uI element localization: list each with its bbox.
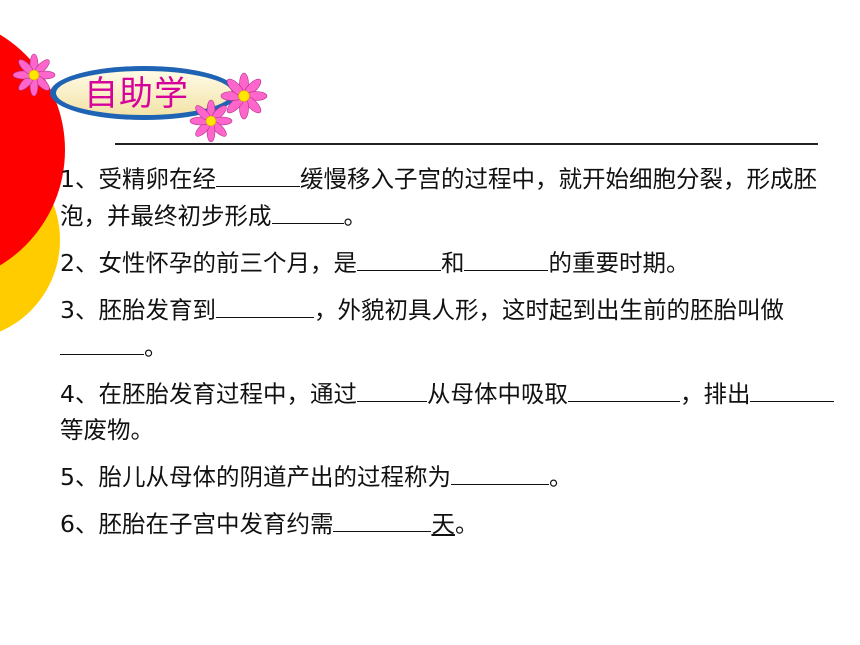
flower-icon [12, 53, 56, 97]
question-3: 3、胚胎发育到，外貌初具人形，这时起到出生前的胚胎叫做。 [60, 291, 845, 365]
answer-blank[interactable] [60, 328, 144, 355]
answer-blank[interactable] [567, 375, 680, 402]
flower-icon [189, 99, 233, 143]
question-1: 1、受精卵在经缓慢移入子宫的过程中，就开始细胞分裂，形成胚泡，并最终初步形成。 [60, 160, 845, 234]
answer-blank[interactable] [333, 505, 432, 532]
question-list: 1、受精卵在经缓慢移入子宫的过程中，就开始细胞分裂，形成胚泡，并最终初步形成。 … [60, 160, 845, 552]
question-4: 4、在胚胎发育过程中，通过从母体中吸取，排出等废物。 [60, 375, 845, 448]
answer-blank[interactable] [750, 375, 835, 402]
unit-label: 天 [431, 510, 455, 538]
red-circle [0, 34, 65, 266]
answer-blank[interactable] [464, 244, 549, 271]
answer-blank[interactable] [271, 197, 344, 224]
answer-blank[interactable] [215, 160, 300, 187]
page-title: 自助学 [84, 74, 189, 114]
question-6: 6、胚胎在子宫中发育约需天。 [60, 505, 845, 542]
divider-line [115, 143, 818, 145]
answer-blank[interactable] [356, 244, 441, 271]
flower-icon [220, 72, 268, 120]
answer-blank[interactable] [215, 291, 314, 318]
title-pill [50, 66, 238, 120]
question-2: 2、女性怀孕的前三个月，是和的重要时期。 [60, 244, 845, 281]
answer-blank[interactable] [356, 375, 427, 402]
question-5: 5、胎儿从母体的阴道产出的过程称为。 [60, 458, 845, 495]
answer-blank[interactable] [450, 458, 549, 485]
